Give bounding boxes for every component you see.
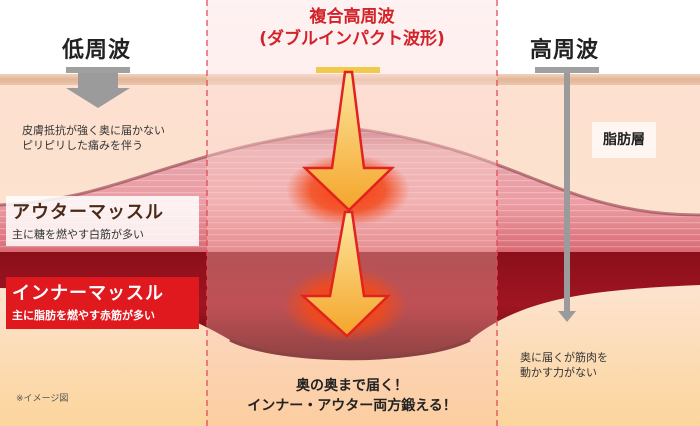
outer-muscle-subtitle: 主に糖を燃やす白筋が多い (12, 228, 144, 241)
inner-muscle-label: インナーマッスル 主に脂肪を燃やす赤筋が多い (6, 277, 199, 329)
image-note: ※イメージ図 (16, 394, 69, 404)
combined-title-line1: 複合高周波 (309, 7, 395, 27)
combined-frequency-title: 複合高周波 (ダブルインパクト波形) (230, 6, 474, 50)
outer-muscle-label: アウターマッスル 主に糖を燃やす白筋が多い (6, 196, 199, 246)
message-line1: 奥の奥まで届く！ (296, 378, 408, 394)
low-frequency-title: 低周波 (62, 38, 132, 63)
inner-muscle-subtitle: 主に脂肪を燃やす赤筋が多い (12, 309, 155, 322)
message-line2: インナー・アウター両方鍛える！ (247, 398, 457, 414)
combined-title-line2: (ダブルインパクト波形) (259, 29, 445, 49)
combined-frequency-message: 奥の奥まで届く！ インナー・アウター両方鍛える！ (210, 376, 494, 416)
high-desc-line1: 奥に届くが筋肉を (520, 351, 608, 364)
outer-muscle-title: アウターマッスル (12, 202, 164, 223)
low-desc-line2: ピリピリした痛みを伴う (22, 139, 143, 152)
fat-layer-label: 脂肪層 (592, 122, 656, 158)
low-desc-line1: 皮膚抵抗が強く奥に届かない (22, 124, 165, 137)
high-frequency-title: 高周波 (530, 38, 600, 63)
high-frequency-description: 奥に届くが筋肉を 動かす力がない (520, 350, 608, 380)
low-frequency-description: 皮膚抵抗が強く奥に届かない ピリピリした痛みを伴う (22, 123, 165, 153)
inner-muscle-title: インナーマッスル (12, 283, 164, 304)
high-desc-line2: 動かす力がない (520, 366, 597, 379)
